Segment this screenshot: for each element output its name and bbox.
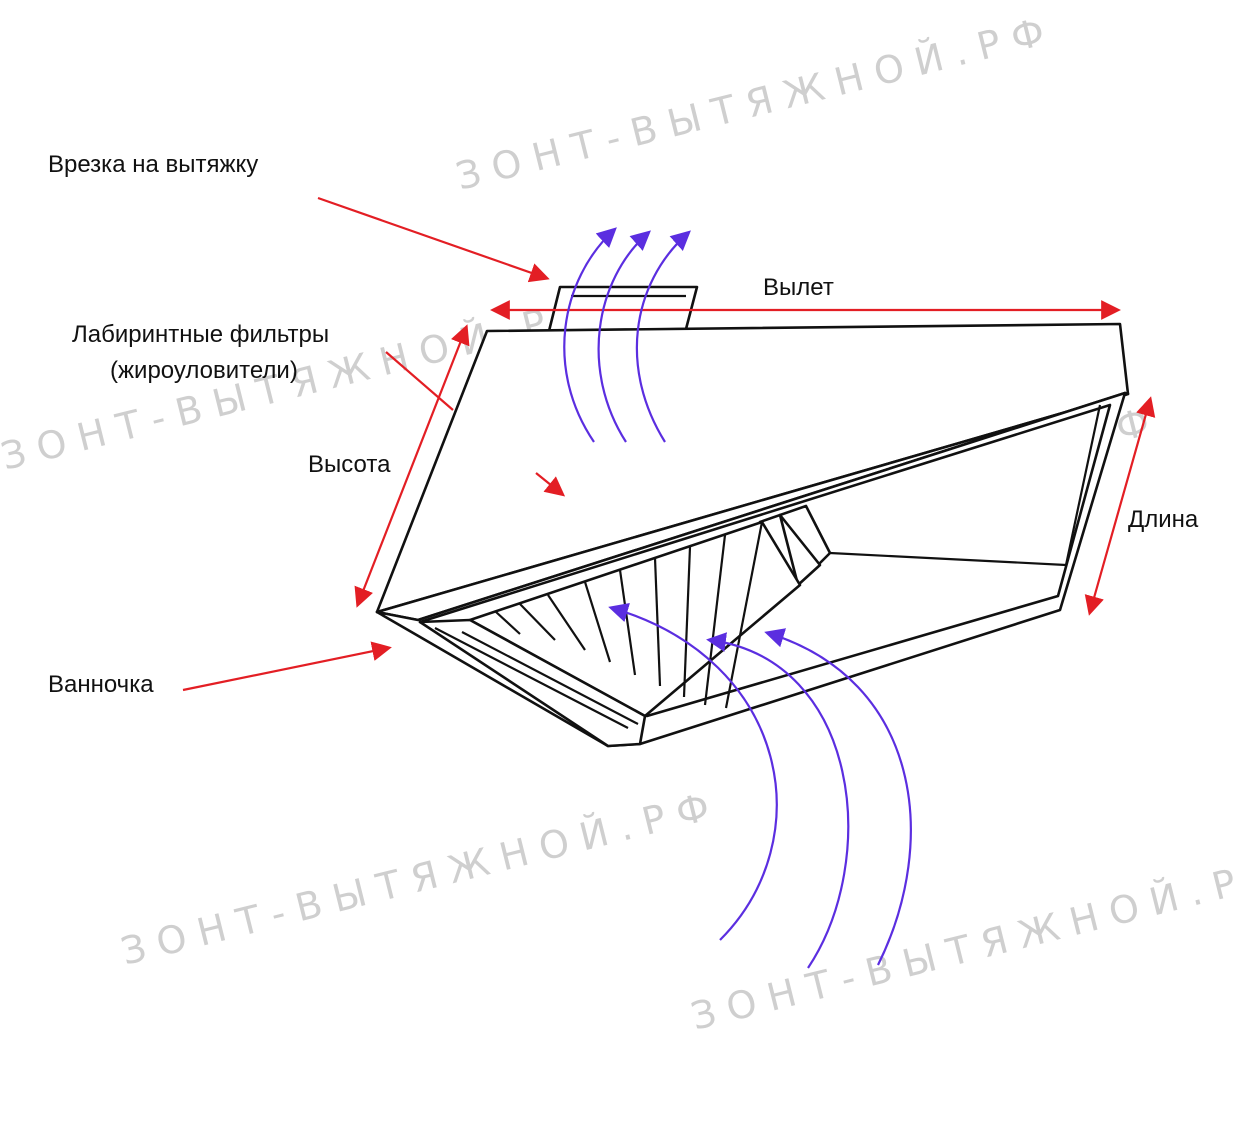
airflow-in-2: [706, 632, 850, 969]
label-vylet: Вылет: [763, 274, 834, 301]
airflow-out-3: [635, 230, 691, 443]
label-vysota: Высота: [308, 451, 391, 478]
label-vannochka: Ванночка: [48, 671, 154, 698]
watermark-4: ЗОНТ-ВЫТЯЖНОЙ.РФ: [117, 782, 726, 974]
grease-tray-lip-1: [434, 627, 629, 729]
inner-back-edge: [829, 551, 1067, 567]
airflow-arrows: [563, 227, 912, 969]
watermark-1: ЗОНТ-ВЫТЯЖНОЙ.РФ: [452, 7, 1061, 199]
dimension-vysota: [354, 324, 470, 608]
grease-tray-lip-2: [461, 631, 639, 725]
grease-tray: [418, 618, 647, 748]
label-vrezka: Врезка на вытяжку: [48, 151, 258, 178]
airflow-out-1: [563, 227, 617, 443]
arrow-vrezka: [317, 196, 550, 283]
airflow-in-1: [608, 602, 778, 941]
dimension-dlina: [1084, 396, 1156, 616]
hood-outline: [375, 285, 1130, 748]
label-filters-line2: (жироуловители): [110, 357, 298, 384]
watermark-5: ЗОНТ-ВЫТЯЖНОЙ.РФ: [687, 847, 1243, 1039]
filter-slats: [495, 521, 764, 709]
airflow-in-3: [764, 628, 912, 966]
red-arrows: [182, 196, 1156, 692]
label-dlina: Длина: [1128, 506, 1199, 533]
arrow-filters-tip: [535, 472, 566, 497]
label-filters-line1: Лабиринтные фильтры: [72, 321, 329, 348]
labels: Врезка на вытяжку Лабиринтные фильтры (ж…: [48, 151, 1199, 698]
airflow-out-2: [597, 230, 651, 443]
arrow-vannochka: [182, 641, 392, 692]
filter-housing-side: [778, 513, 822, 587]
